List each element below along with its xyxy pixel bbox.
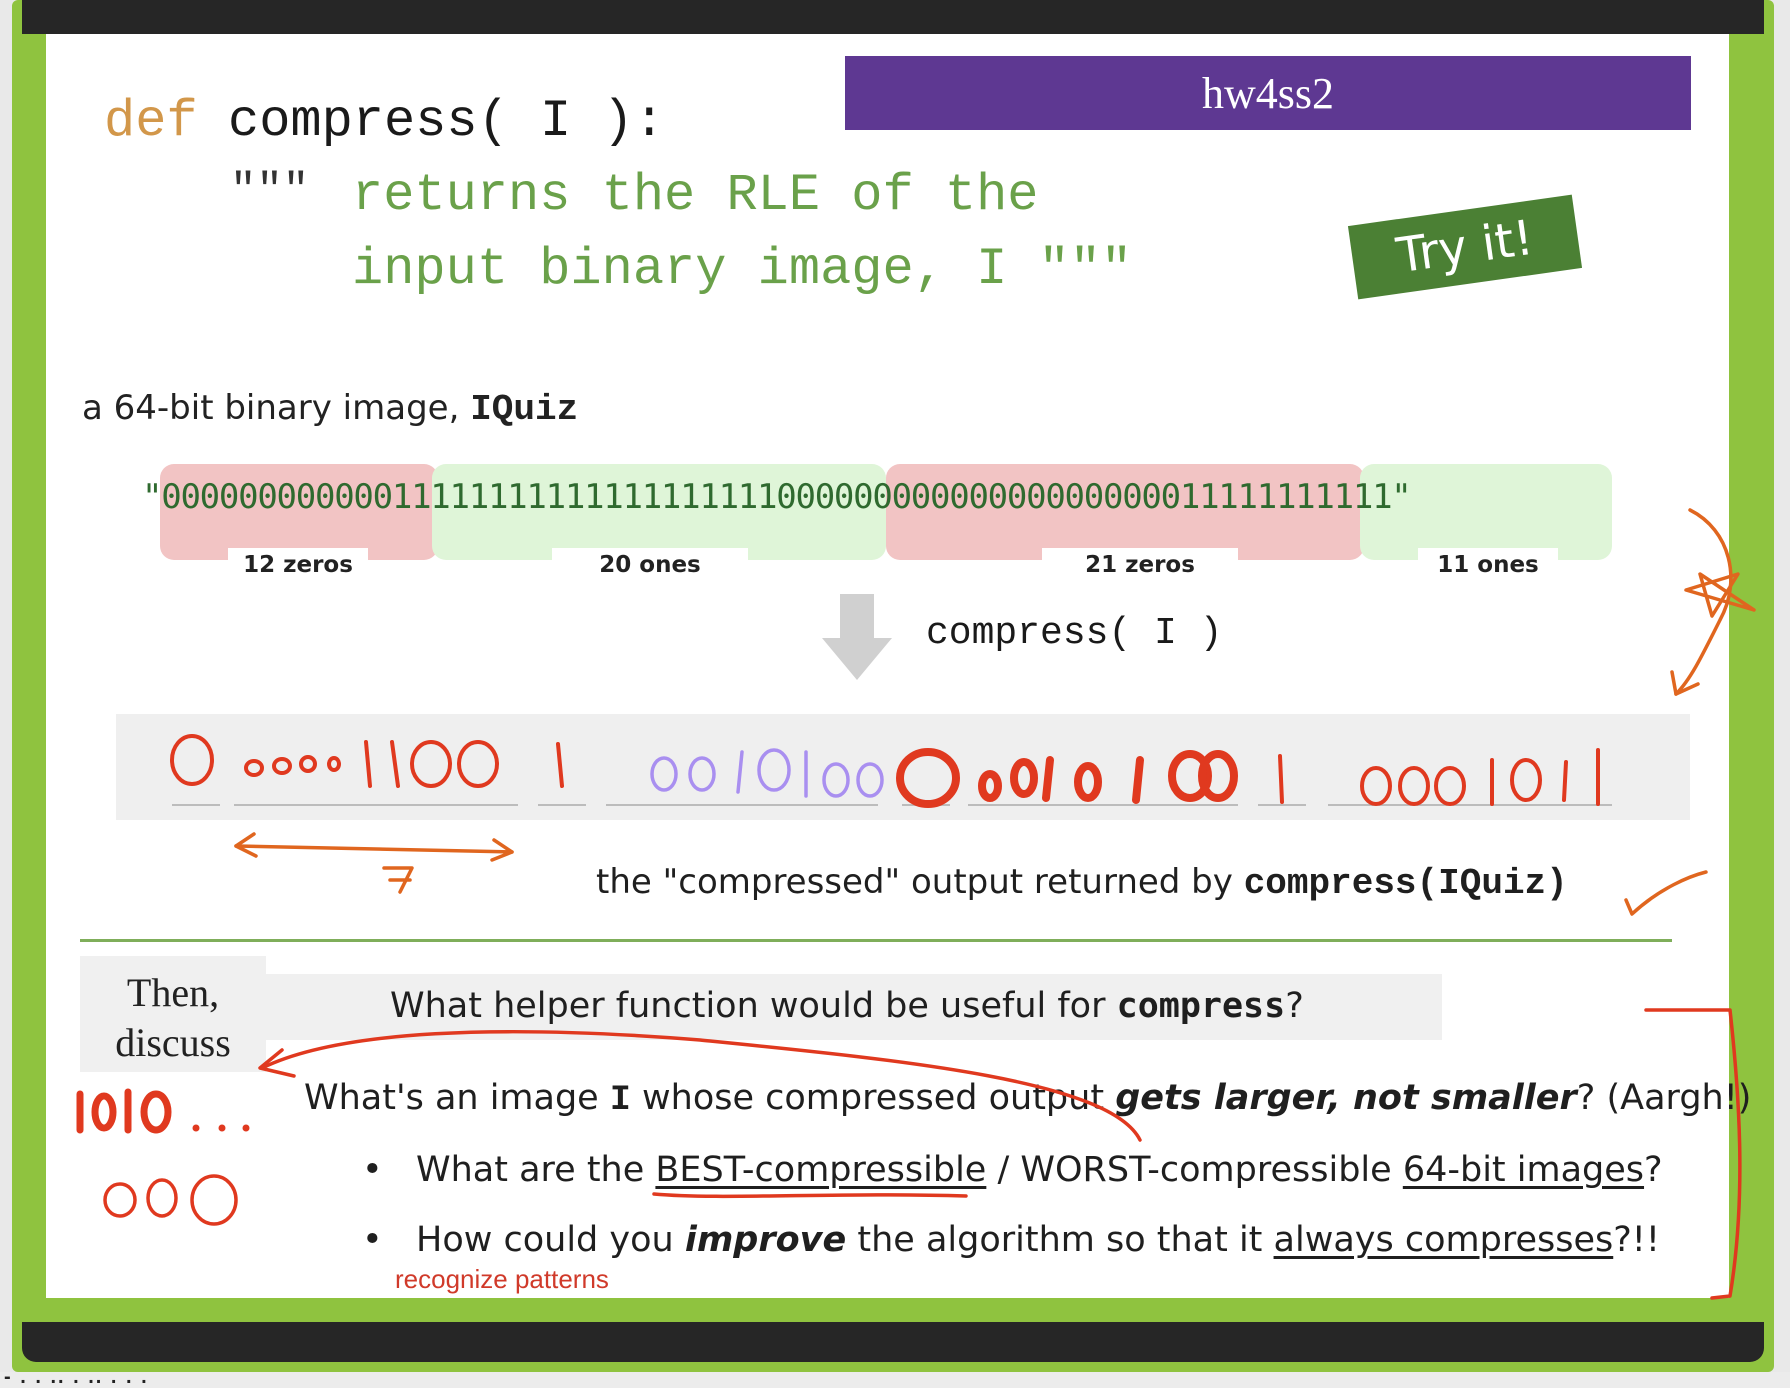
helper-question-suffix: ? bbox=[1285, 986, 1304, 1026]
annotation-recognize-patterns: recognize patterns bbox=[395, 1264, 609, 1294]
discuss-label: discuss bbox=[115, 1020, 231, 1065]
larger-q-emph: gets larger, not smaller bbox=[1115, 1078, 1577, 1118]
run-highlight-zeros-2 bbox=[886, 464, 1364, 560]
output-slot bbox=[1328, 804, 1612, 806]
binary-image-string: "000000000000111111111111111111110000000… bbox=[142, 477, 1412, 517]
def-keyword: def bbox=[104, 92, 198, 151]
bullet-dot: • bbox=[362, 1150, 383, 1190]
docstring-open-quote: """ bbox=[230, 166, 310, 216]
bullet-best-worst: What are the BEST-compressible / WORST-c… bbox=[416, 1150, 1663, 1190]
down-arrow-icon bbox=[822, 594, 892, 680]
helper-question-box bbox=[266, 974, 1442, 1040]
docstring-line-2: input binary image, I """ bbox=[352, 240, 1133, 299]
compress-call-label: compress( I ) bbox=[926, 612, 1223, 655]
helper-question: What helper function would be useful for… bbox=[390, 986, 1304, 1026]
output-slot bbox=[902, 804, 950, 806]
helper-question-prefix: What helper function would be useful for bbox=[390, 986, 1106, 1026]
run-label-1: 12 zeros bbox=[228, 548, 368, 582]
bullet2-mid: the algorithm so that it bbox=[857, 1220, 1263, 1260]
output-slot bbox=[538, 804, 586, 806]
run-highlight-ones-1 bbox=[432, 464, 886, 560]
run-highlight-zeros-1 bbox=[160, 464, 438, 560]
output-caption: the "compressed" output returned by comp… bbox=[596, 862, 1568, 904]
output-caption-code: compress(IQuiz) bbox=[1243, 863, 1568, 904]
output-caption-prefix: the "compressed" output returned by bbox=[596, 862, 1233, 902]
image-label: a 64-bit binary image, IQuiz bbox=[82, 388, 578, 430]
larger-q-part1: What's an image bbox=[304, 1078, 599, 1118]
docstring-line-1: returns the RLE of the bbox=[352, 166, 1039, 225]
run-label-2: 20 ones bbox=[552, 548, 748, 582]
function-signature: compress( I ): bbox=[228, 92, 665, 151]
helper-question-code: compress bbox=[1116, 986, 1286, 1026]
larger-q-part3: ? (Aargh!) bbox=[1576, 1078, 1752, 1118]
bullet2-post: ?!! bbox=[1613, 1220, 1660, 1260]
video-bottom-bar bbox=[22, 1322, 1764, 1362]
bullet1-mid: / WORST-compressible bbox=[986, 1150, 1392, 1190]
output-slot bbox=[172, 804, 220, 806]
bullet2-emph: improve bbox=[684, 1220, 847, 1260]
assignment-banner: hw4ss2 bbox=[845, 56, 1691, 130]
image-label-name: IQuiz bbox=[470, 389, 579, 430]
larger-q-part2: whose compressed output bbox=[642, 1078, 1105, 1118]
larger-output-question: What's an image I whose compressed outpu… bbox=[304, 1078, 1751, 1120]
run-highlight-ones-2 bbox=[1360, 464, 1612, 560]
output-slot bbox=[1258, 804, 1306, 806]
output-slot bbox=[234, 804, 518, 806]
video-top-bar bbox=[22, 0, 1764, 34]
output-slot bbox=[606, 804, 878, 806]
image-label-prefix: a 64-bit binary image, bbox=[82, 388, 460, 428]
output-slot bbox=[968, 804, 1238, 806]
larger-q-var: I bbox=[609, 1080, 631, 1120]
bullet-improve: How could you improve the algorithm so t… bbox=[416, 1220, 1660, 1260]
run-label-3: 21 zeros bbox=[1042, 548, 1238, 582]
bullet1-post: ? bbox=[1644, 1150, 1663, 1190]
bullet1-best: BEST-compressible bbox=[655, 1150, 987, 1190]
run-label-4: 11 ones bbox=[1418, 548, 1558, 582]
section-divider bbox=[80, 939, 1672, 942]
bullet1-64bit: 64-bit images bbox=[1402, 1150, 1645, 1190]
bullet1-pre: What are the bbox=[416, 1150, 645, 1190]
bullet2-pre: How could you bbox=[416, 1220, 674, 1260]
then-label: Then, bbox=[126, 970, 220, 1015]
page-text-below: - . . .. . .. . . . bbox=[0, 1372, 1790, 1388]
bullet2-always: always compresses bbox=[1273, 1220, 1614, 1260]
then-discuss-box: Then, discuss bbox=[80, 956, 266, 1072]
bullet-dot: • bbox=[362, 1220, 383, 1260]
